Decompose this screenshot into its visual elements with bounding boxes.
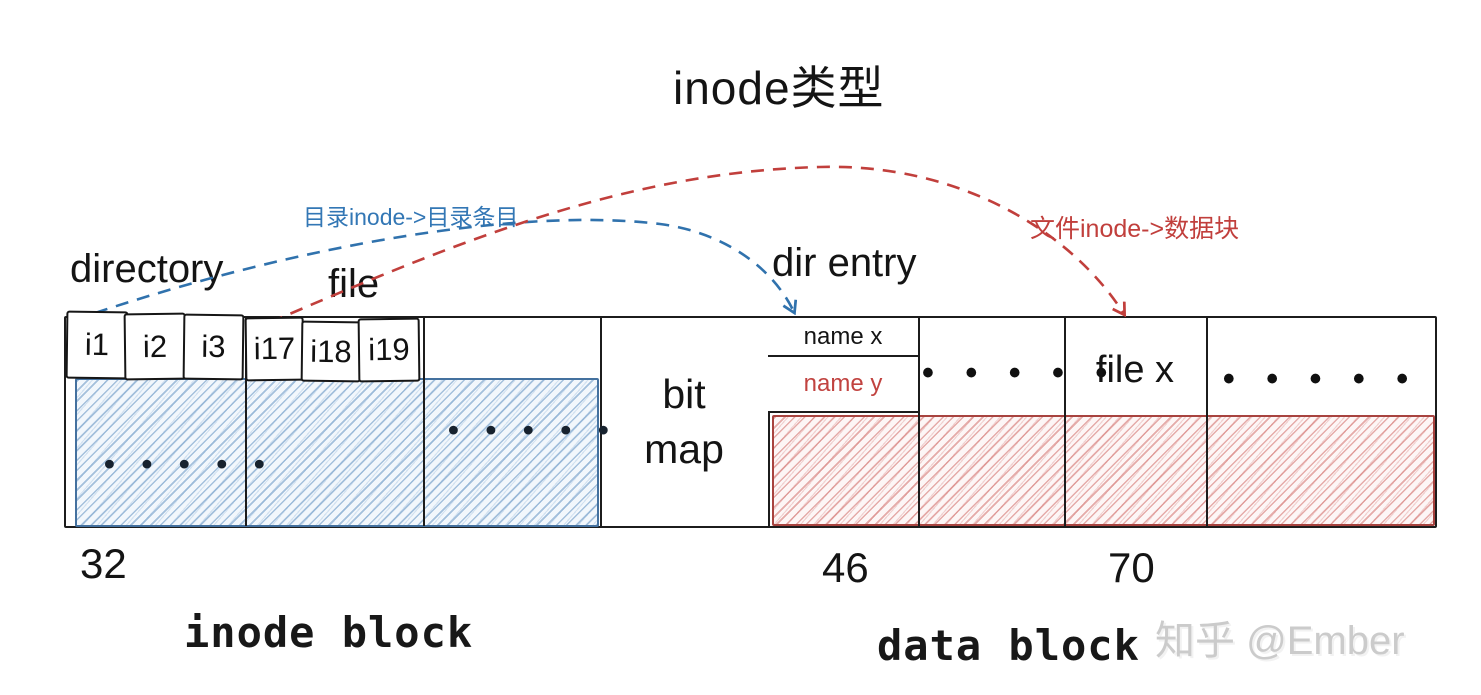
inode-box-i1: i1 [65, 310, 129, 380]
label-directory: directory [70, 247, 224, 291]
divider [245, 318, 247, 526]
divider [768, 318, 770, 526]
divider [423, 318, 425, 526]
file-x-cell: file x [1095, 348, 1175, 391]
annotation-directory-inode: 目录inode->目录条目 [303, 204, 519, 230]
inode-dots-left: • • • • • [104, 446, 274, 481]
watermark-zhihu-ember: 知乎 @Ember [1155, 619, 1405, 663]
dir-entry-name-y: name y [768, 357, 918, 413]
data-block-hatched-region [772, 415, 1435, 526]
inode-box-i18: i18 [300, 320, 362, 383]
inode-box-i3: i3 [182, 313, 245, 381]
data-dots-2: • • • • • [1222, 360, 1420, 398]
dir-entry-name-x: name x [768, 318, 918, 357]
block-number-70: 70 [1108, 544, 1155, 591]
label-file: file [328, 262, 380, 306]
divider [1064, 318, 1066, 526]
inode-block-hatched-region [75, 378, 599, 527]
data-dots-1: • • • • • [922, 354, 1119, 392]
bitmap-label: bit map [644, 370, 724, 472]
divider [918, 318, 920, 526]
block-number-46: 46 [822, 544, 869, 591]
inode-dots-right: • • • • • [448, 412, 618, 447]
arrow-file-to-data-block [249, 165, 1124, 333]
inode-box-i19: i19 [357, 317, 421, 383]
filesystem-strip: • • • • • • • • • • bit map name x name … [64, 316, 1437, 528]
caption-data-block: data block [877, 621, 1140, 670]
inode-box-i17: i17 [244, 316, 305, 382]
annotation-file-inode: 文件inode->数据块 [1030, 215, 1240, 243]
diagram-title: inode类型 [673, 62, 885, 114]
label-dir-entry: dir entry [772, 241, 917, 285]
inode-box-i2: i2 [123, 312, 187, 381]
divider [1206, 318, 1208, 526]
caption-inode-block: inode block [184, 608, 474, 657]
block-number-32: 32 [80, 540, 127, 587]
bitmap-cell: bit map [600, 318, 768, 526]
divider [600, 318, 602, 526]
